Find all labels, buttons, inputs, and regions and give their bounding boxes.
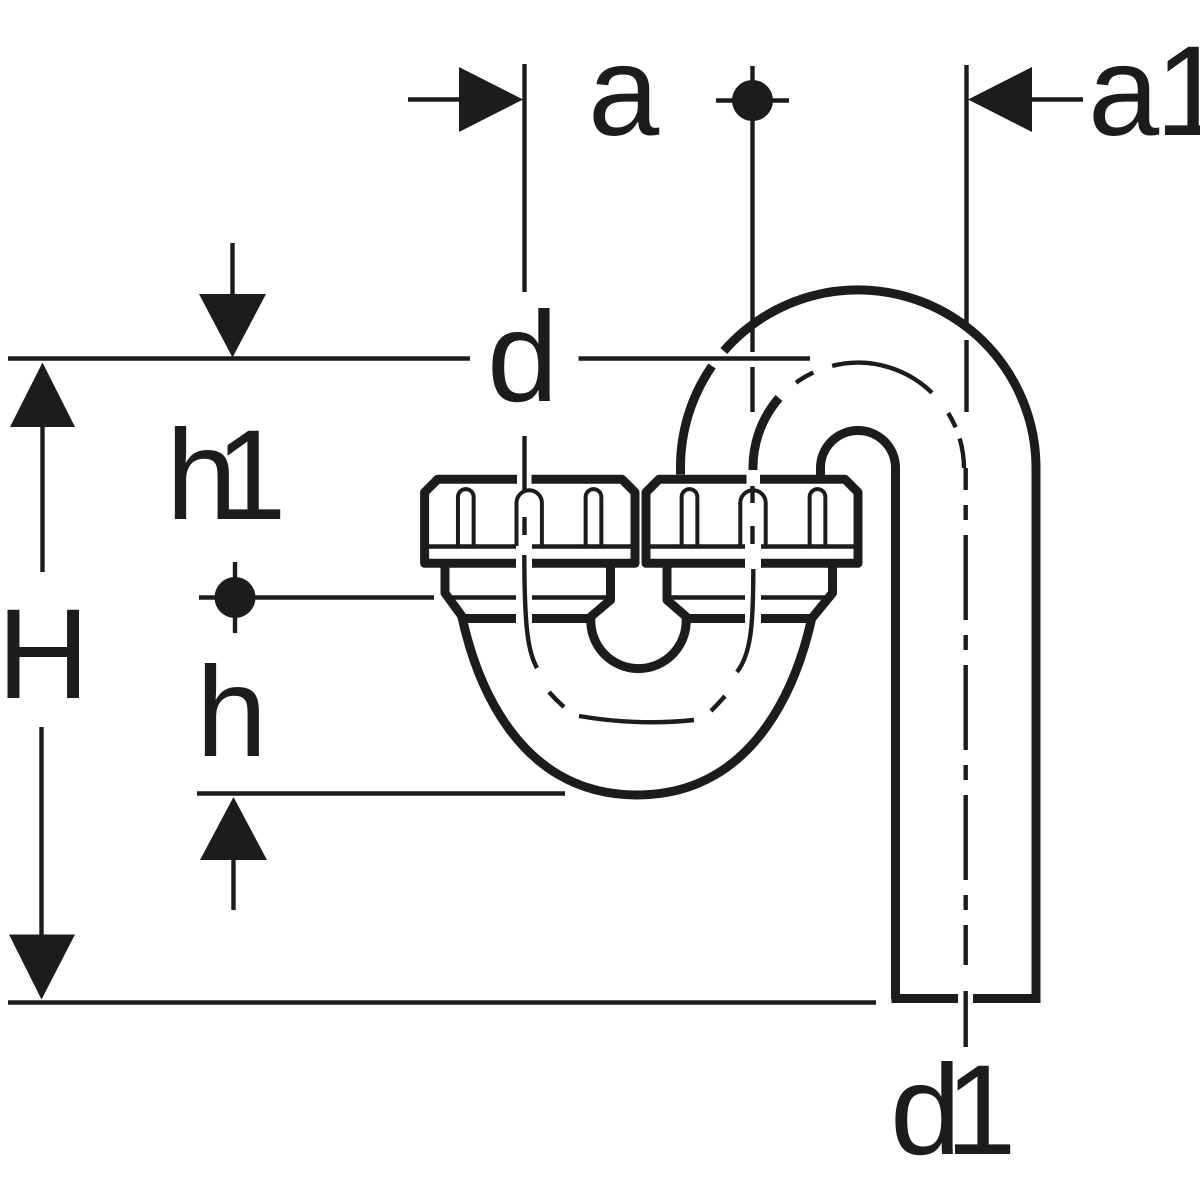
svg-text:d: d	[487, 286, 558, 429]
svg-text:a: a	[588, 20, 660, 163]
svg-text:H: H	[0, 583, 89, 726]
svg-text:d1: d1	[890, 1039, 1010, 1182]
svg-text:h: h	[196, 641, 267, 784]
svg-text:a1: a1	[1088, 20, 1200, 163]
svg-text:h1: h1	[166, 404, 280, 547]
